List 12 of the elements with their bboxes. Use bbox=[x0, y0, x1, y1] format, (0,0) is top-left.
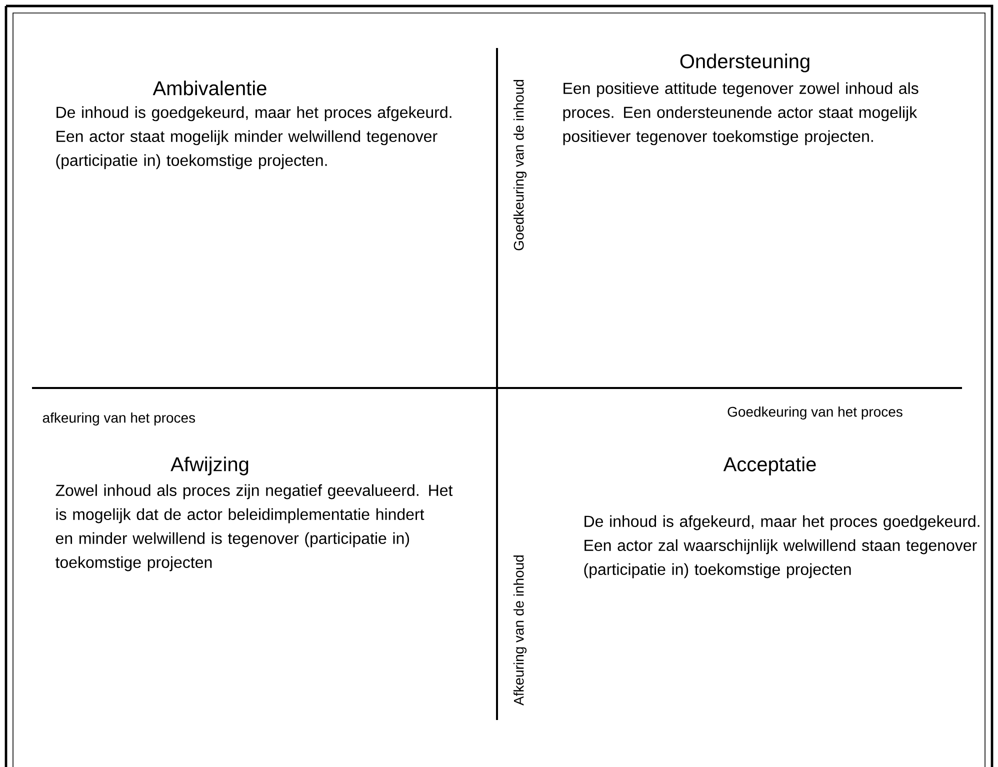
quadrant-description: Een positieve attitude tegenover zowel inhoud als proces. Een ondersteunende actor staat mogelijk positiever tegenover toekomstige projecten. bbox=[563, 82, 918, 146]
axis-label: Afkeuring van de inhoud bbox=[513, 555, 527, 706]
quadrant-description: De inhoud is goedgekeurd, maar het proces afgekeurd. Een actor staat mogelijk minder welwillend tegenover (participatie in) toekomstige projecten. bbox=[56, 106, 452, 170]
quadrant-title: Acceptatie bbox=[723, 456, 816, 476]
quadrant-title: Ambivalentie bbox=[152, 80, 266, 96]
axis-label: Goedkeuring van het proces bbox=[728, 406, 902, 420]
axis-label: afkeuring van het proces bbox=[42, 412, 196, 426]
quadrant-description: De inhoud is afgekeurd, maar het proces goedgekeurd. Een actor zal waarschijnlijk welwillend staan tegenover (participatie in) toekomstige projecten bbox=[584, 515, 980, 578]
axis-label: Goedkeuring van de inhoud bbox=[513, 80, 527, 250]
quadrant-description: Zowel inhoud als proces zijn negatief geevalueerd. Het is mogelijk dat de actor beleidimplementatie hindert en minder welwillend is tegenover (participatie in) toekomstige projecten bbox=[56, 484, 453, 572]
quadrant-title: Ondersteuning bbox=[680, 54, 810, 72]
quadrant-title: Afwijzing bbox=[170, 456, 248, 476]
